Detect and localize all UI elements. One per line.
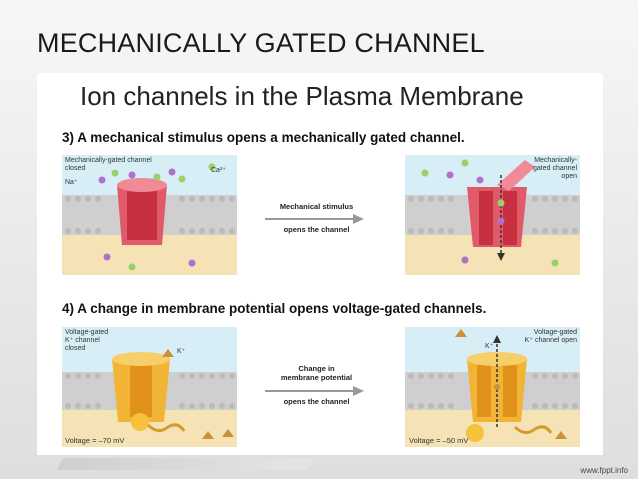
step3-left-label-line1: Mechanically-gated channel xyxy=(65,157,152,164)
slide-title: MECHANICALLY GATED CHANNEL xyxy=(37,28,485,58)
step3-arrow xyxy=(265,214,364,224)
step4-left-label-line1: Voltage-gated xyxy=(65,329,109,336)
step3-right-label-line2: gated channel xyxy=(533,165,577,172)
step4-ion-k-left-label: K⁺ xyxy=(177,348,186,355)
step3-caption: 3) A mechanical stimulus opens a mechani… xyxy=(62,130,465,145)
step4-left-label-line2: K⁺ channel xyxy=(65,337,100,344)
step4-voltage-left: Voltage = –70 mV xyxy=(65,436,125,445)
slide-decoration-bar xyxy=(56,458,314,470)
step3-right-label-line1: Mechanically- xyxy=(534,157,577,164)
step4-closed-channel-diagram xyxy=(62,327,237,447)
step4-right-label-line2: K⁺ channel open xyxy=(524,337,577,344)
step3-left-label-line2: closed xyxy=(65,165,86,172)
step4-right-label-line1: Voltage-gated xyxy=(533,329,577,336)
step3-ion-ca-label: Ca²⁺ xyxy=(211,167,226,174)
step4-arrow-top-line1: Change in xyxy=(298,364,335,373)
step4-arrow xyxy=(265,386,364,396)
step4-ion-k-right-label: K⁺ xyxy=(485,343,494,350)
step4-open-channel-diagram xyxy=(405,327,580,447)
figure-title: Ion channels in the Plasma Membrane xyxy=(80,81,524,111)
step3-closed-channel-diagram xyxy=(62,155,237,275)
step4-arrow-top-line2: membrane potential xyxy=(280,373,353,382)
step3-ion-na-label: Na⁺ xyxy=(65,179,78,186)
figure-panel: Ion channels in the Plasma Membrane 3) A… xyxy=(37,73,603,455)
step3-right-label-line3: open xyxy=(561,173,577,180)
step4-left-label-line3: closed xyxy=(65,345,86,352)
step4-caption: 4) A change in membrane potential opens … xyxy=(62,301,487,316)
step4-arrow-bottom-text: opens the channel xyxy=(283,397,350,406)
step3-arrow-top-text: Mechanical stimulus xyxy=(279,202,354,211)
footer-url: www.fppt.info xyxy=(580,466,628,475)
step4-voltage-right: Voltage = –50 mV xyxy=(409,436,469,445)
step3-arrow-bottom-text: opens the channel xyxy=(283,225,350,234)
step3-open-channel-diagram xyxy=(405,155,580,275)
